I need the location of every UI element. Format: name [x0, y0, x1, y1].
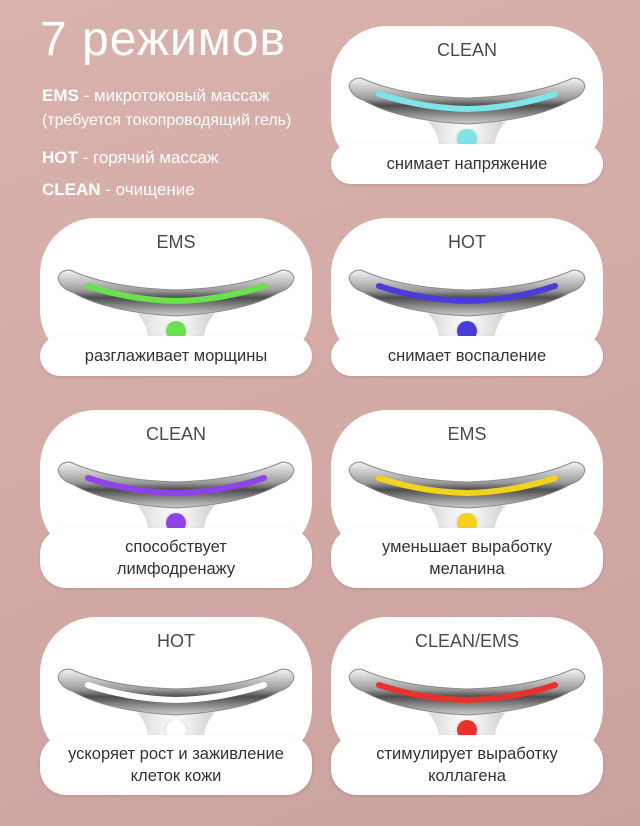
- legend-ems: EMS - микротоковый массаж: [42, 86, 270, 106]
- led-strip: [85, 682, 267, 704]
- legend-clean-key: CLEAN: [42, 180, 101, 199]
- mode-label: CLEAN: [145, 424, 207, 444]
- mode-description: стимулирует выработку коллагена: [331, 735, 603, 795]
- mode-label: HOT: [448, 232, 486, 252]
- mode-label: CLEAN: [436, 40, 498, 60]
- legend-hot-key: HOT: [42, 148, 78, 167]
- mode-description: ускоряет рост и заживление клеток кожи: [40, 735, 312, 795]
- mode-description: снимает напряжение: [331, 144, 603, 184]
- legend-hot-text: - горячий массаж: [77, 148, 219, 167]
- legend-hot: HOT - горячий массаж: [42, 148, 218, 168]
- led-strip: [85, 475, 267, 497]
- mode-description: уменьшает выработку меланина: [331, 528, 603, 588]
- led-strip: [376, 475, 558, 497]
- legend-gel-note: (требуется токопроводящий гель): [42, 112, 292, 129]
- led-strip: [376, 91, 558, 113]
- legend-ems-key: EMS: [42, 86, 79, 105]
- mode-label: EMS: [156, 232, 196, 252]
- mode-description: способствует лимфодренажу: [40, 528, 312, 588]
- mode-description: снимает воспаление: [331, 336, 603, 376]
- page-title: 7 режимов: [40, 13, 286, 66]
- legend-ems-text: - микротоковый массаж: [78, 86, 270, 105]
- legend-clean-text: - очищение: [100, 180, 195, 199]
- mode-description: разглаживает морщины: [40, 336, 312, 376]
- led-strip: [376, 283, 558, 305]
- mode-label: EMS: [447, 424, 487, 444]
- led-strip: [85, 283, 267, 305]
- legend-clean: CLEAN - очищение: [42, 180, 195, 200]
- mode-label: HOT: [157, 631, 195, 651]
- led-strip: [376, 682, 558, 704]
- mode-label: CLEAN/EMS: [414, 631, 520, 651]
